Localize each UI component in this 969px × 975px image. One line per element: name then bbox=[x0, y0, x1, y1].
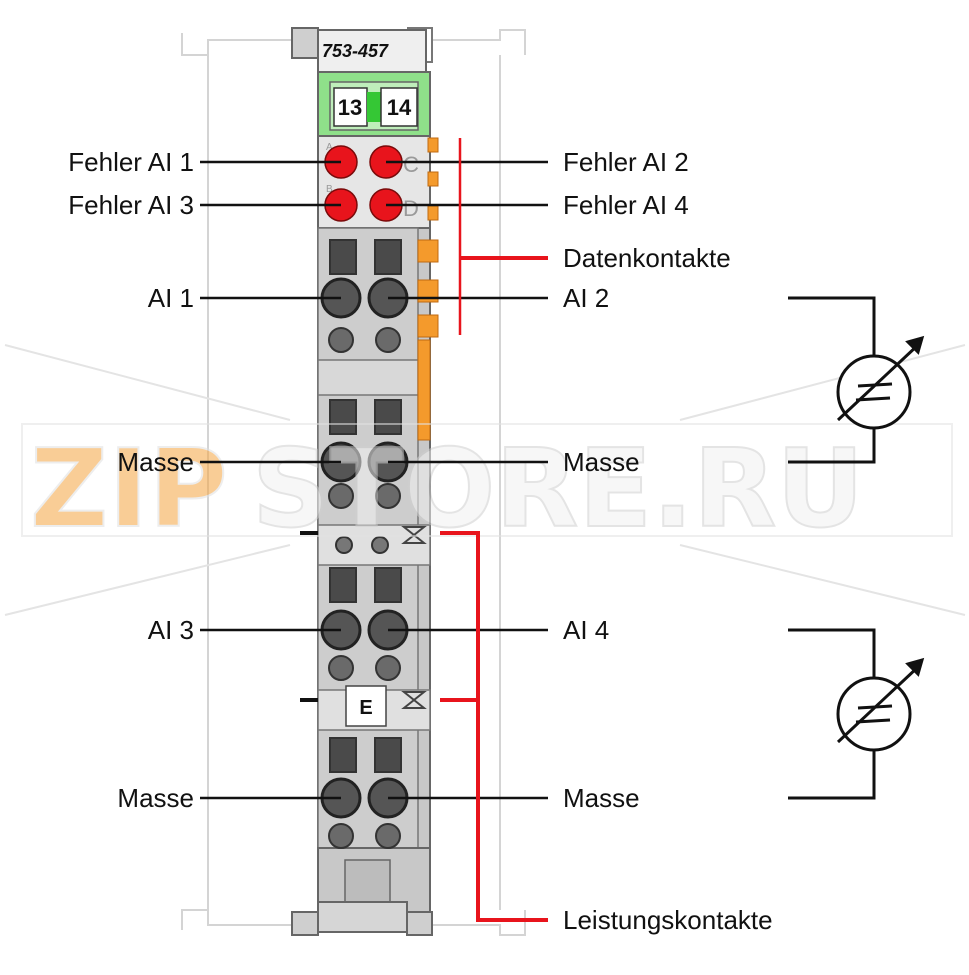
label-ai4: AI 4 bbox=[563, 615, 609, 645]
terminal-numbers: 13 14 bbox=[333, 87, 418, 127]
label-fehler-ai2: Fehler AI 2 bbox=[563, 147, 689, 177]
slot-label-box bbox=[345, 685, 387, 727]
data-contacts bbox=[417, 137, 439, 441]
label-leistungskontakte: Leistungskontakte bbox=[563, 905, 773, 935]
led-letter-a: A bbox=[326, 142, 333, 153]
terminal-number-14: 14 bbox=[387, 95, 412, 120]
leader-lines bbox=[200, 160, 548, 800]
labels-right: Fehler AI 2 Fehler AI 4 Datenkontakte AI… bbox=[563, 147, 773, 935]
model-number: 753-457 bbox=[322, 41, 389, 61]
led-letter-c: C bbox=[403, 152, 419, 177]
watermark-text-store: STORE.RU bbox=[252, 427, 864, 552]
rail-outline bbox=[181, 29, 526, 936]
sensor-symbol-icon bbox=[788, 296, 925, 464]
label-datenkontakte: Datenkontakte bbox=[563, 243, 731, 273]
label-ai1: AI 1 bbox=[148, 283, 194, 313]
slot-label-e: E bbox=[359, 697, 372, 719]
label-masse-left-1: Masse bbox=[117, 447, 194, 477]
watermark-text-zip: ZIP bbox=[30, 427, 228, 552]
label-ai2: AI 2 bbox=[563, 283, 609, 313]
label-masse-right-1: Masse bbox=[563, 447, 640, 477]
sensor-symbol-icon bbox=[788, 628, 925, 800]
label-fehler-ai4: Fehler AI 4 bbox=[563, 190, 689, 220]
label-masse-right-2: Masse bbox=[563, 783, 640, 813]
watermark-rays bbox=[4, 344, 966, 616]
labels-left: Fehler AI 1 Fehler AI 3 AI 1 Masse AI 3 … bbox=[68, 147, 194, 813]
label-fehler-ai1: Fehler AI 1 bbox=[68, 147, 194, 177]
terminal-number-13: 13 bbox=[338, 95, 362, 120]
led-letter-d: D bbox=[403, 196, 419, 221]
led-letter-b: B bbox=[326, 184, 333, 195]
label-ai3: AI 3 bbox=[148, 615, 194, 645]
red-brackets bbox=[440, 138, 548, 922]
watermark: ZIP STORE.RU bbox=[21, 423, 953, 553]
label-masse-left-2: Masse bbox=[117, 783, 194, 813]
label-fehler-ai3: Fehler AI 3 bbox=[68, 190, 194, 220]
